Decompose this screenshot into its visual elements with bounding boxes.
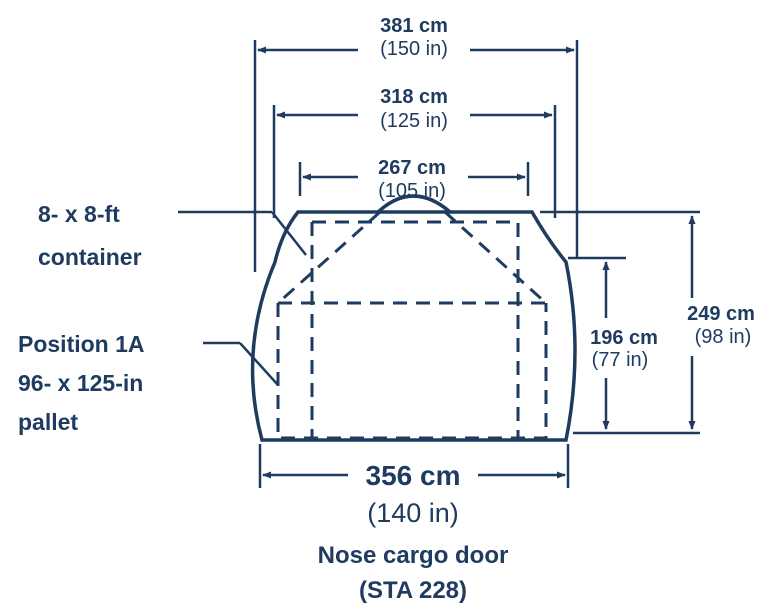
- dim-381-imperial: (150 in): [380, 38, 448, 60]
- dim-356-metric: 356 cm: [366, 460, 461, 491]
- dim-196-lines: [568, 256, 700, 435]
- dim-356-lines: [258, 444, 570, 488]
- pallet-leader-diag: [239, 342, 279, 386]
- container-label-line2: container: [38, 244, 142, 270]
- dim-381-metric: 381 cm: [380, 15, 448, 37]
- door-outline: [250, 210, 577, 442]
- caption-line2: (STA 228): [359, 577, 467, 604]
- container-label-line1: 8- x 8-ft: [38, 201, 120, 227]
- dim-318-imperial: (125 in): [380, 110, 448, 132]
- dim-196-imperial: (77 in): [592, 349, 649, 371]
- dim-318-metric: 318 cm: [380, 86, 448, 108]
- dim-356-imperial: (140 in): [367, 498, 459, 528]
- pallet-label-line3: pallet: [18, 409, 78, 435]
- dim-267-imperial: (105 in): [378, 180, 446, 202]
- container-outline: [310, 220, 520, 440]
- dim-267-lines: [298, 162, 530, 196]
- dim-267-metric: 267 cm: [378, 157, 446, 179]
- caption-line1: Nose cargo door: [318, 542, 509, 569]
- pallet-label-line2: 96- x 125-in: [18, 370, 143, 396]
- dim-318-lines: [272, 105, 557, 218]
- dim-249-lines: [540, 210, 700, 430]
- pallet-outline: [276, 210, 548, 440]
- pallet-label-line1: Position 1A: [18, 331, 145, 357]
- dim-196-metric: 196 cm: [590, 327, 658, 349]
- container-leader-diag: [271, 211, 307, 256]
- door-top-hump: [376, 194, 452, 214]
- dim-249-imperial: (98 in): [695, 326, 752, 348]
- dim-249-metric: 249 cm: [687, 303, 755, 325]
- dim-381-lines: [253, 40, 579, 272]
